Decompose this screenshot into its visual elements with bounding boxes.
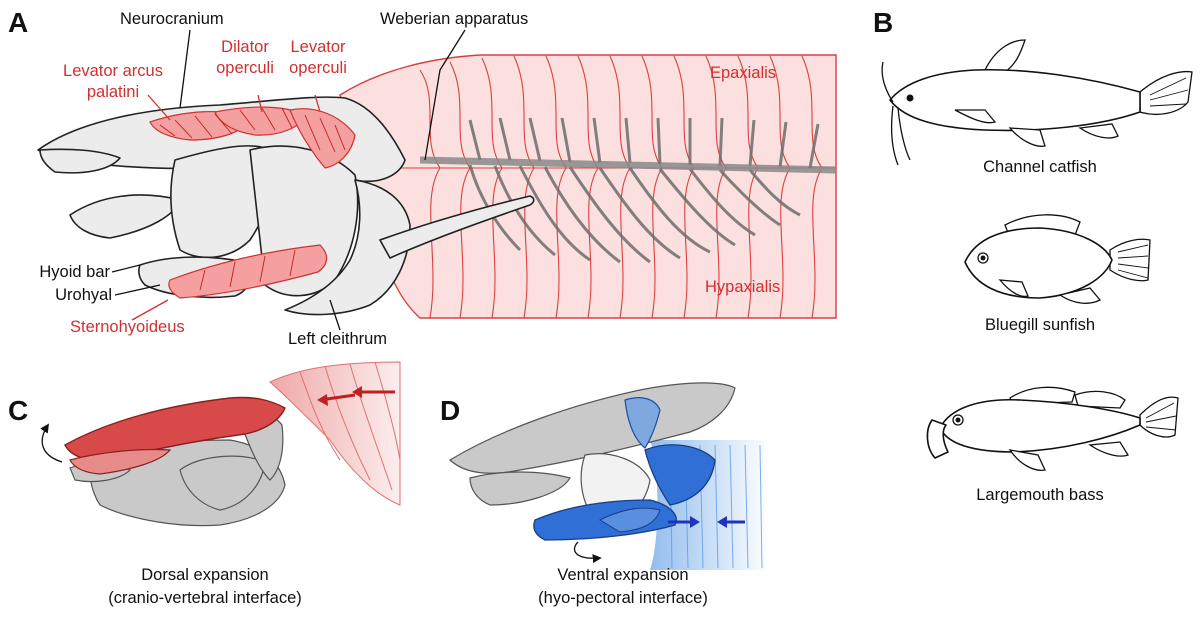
dorsal-rotation-arrow [40,423,63,463]
catfish-body [889,68,1141,132]
label-urohyal: Urohyal [55,286,112,304]
dilator-operculi-muscle [214,106,306,136]
dorsal-myomeres [299,361,401,491]
largemouth-bass-drawing [926,386,1179,471]
label-largemouth-bass: Largemouth bass [976,486,1104,504]
caption-dorsal-1: Dorsal expansion [141,566,269,584]
label-sternohyoideus: Sternohyoideus [70,318,185,336]
label-hyoid-bar: Hyoid bar [39,263,110,281]
bass-body [939,398,1141,453]
upper-jaw [39,148,121,174]
suspensorium [170,145,275,259]
label-epaxialis: Epaxialis [710,64,776,82]
dorsal-body-fade [269,361,401,506]
panel-letter-c: C [8,395,28,426]
panel-letter-d: D [440,395,460,426]
panel-c: C Dorsal expansion (cranio-verteb [8,361,401,607]
caption-ventral-1: Ventral expansion [557,566,688,584]
label-neurocranium: Neurocranium [120,10,224,28]
levator-operculi-muscle [289,108,356,169]
label-dilator-1: Dilator [221,38,269,56]
label-levator-arcus-1: Levator arcus [63,62,163,80]
ventral-blue-bones [533,397,716,541]
head-muscles [149,106,356,299]
sternohyoideus-muscle [168,244,328,299]
dorsal-red-jaw [69,448,172,475]
caption-dorsal-2: (cranio-vertebral interface) [108,589,302,607]
label-hypaxialis: Hypaxialis [705,278,780,296]
vertebral-column [419,117,837,264]
panel-letter-b: B [873,7,893,38]
panel-d: D Ventral expansion (hyo-p [440,382,770,607]
label-left-cleithrum: Left cleithrum [288,330,387,348]
label-dilator-2: operculi [216,59,274,77]
label-levator-op-2: operculi [289,59,347,77]
pectoral-spine [379,195,535,259]
channel-catfish-drawing [881,39,1193,166]
lower-jaw [69,194,181,239]
panel-b: B Channel catfish Bluegill [873,7,1193,504]
panel-letter-a: A [8,7,28,38]
bluegill-sunfish-drawing [964,214,1151,304]
panel-a-leaders [111,29,466,331]
ventral-muscle-arrows [668,516,745,528]
label-weberian-apparatus: Weberian apparatus [380,10,528,28]
label-channel-catfish: Channel catfish [983,158,1097,176]
label-levator-op-1: Levator [290,38,346,56]
dorsal-muscle-arrows [317,386,395,406]
cleithrum-bone [284,179,411,316]
muscle-fibers [159,107,346,291]
label-levator-arcus-2: palatini [87,83,139,101]
panel-a: A [8,7,837,348]
axial-musculature [339,54,837,319]
label-bluegill-sunfish: Bluegill sunfish [985,316,1095,334]
caption-ventral-2: (hyo-pectoral interface) [538,589,708,607]
ventral-rotation-arrow [573,541,602,564]
